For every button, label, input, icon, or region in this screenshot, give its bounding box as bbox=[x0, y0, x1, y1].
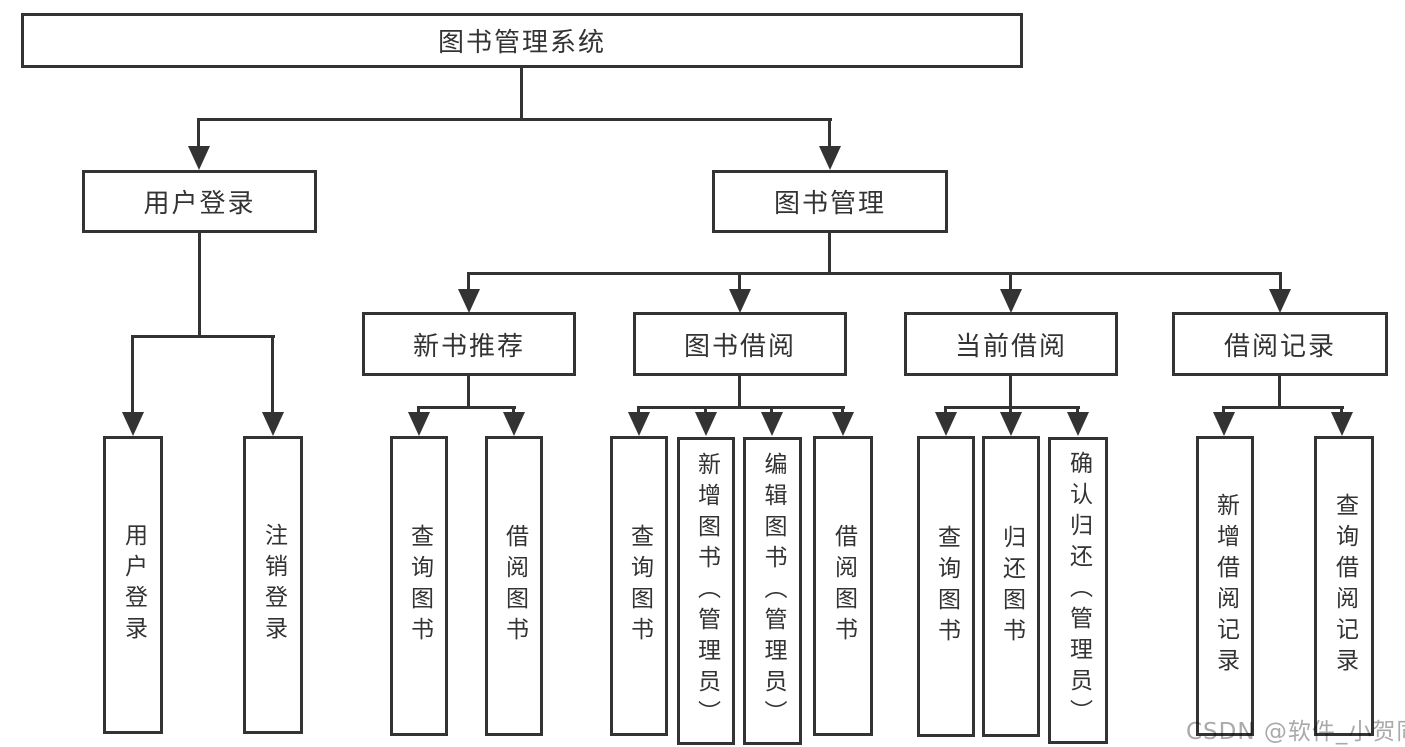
leaf-add-borrow-record: 新增借阅记录 bbox=[1196, 436, 1254, 736]
arrowhead-down bbox=[1331, 412, 1353, 436]
arrowhead-down bbox=[1269, 289, 1291, 313]
node-book-management: 图书管理 bbox=[712, 170, 948, 233]
leaf-query-borrow-record: 查询借阅记录 bbox=[1314, 436, 1374, 736]
arrowhead-down bbox=[819, 146, 841, 170]
node-label: 图书管理系统 bbox=[437, 28, 606, 58]
leaf-label: 查询图书 bbox=[626, 524, 653, 648]
connector-to-leaf bbox=[770, 406, 773, 415]
node-label: 借阅记录 bbox=[1223, 331, 1336, 362]
connector-user-login-down bbox=[198, 233, 201, 338]
arrowhead-down bbox=[122, 412, 144, 436]
connector-to-leaf bbox=[1340, 406, 1343, 415]
leaf-user-login: 用户登录 bbox=[103, 436, 163, 734]
leaf-return-books: 归还图书 bbox=[982, 436, 1040, 737]
leaf-label: 查询图书 bbox=[406, 524, 433, 648]
leaf-edit-books-admin: 编辑图书（管理员） bbox=[743, 437, 802, 745]
connector-to-leaf bbox=[704, 406, 707, 415]
leaf-label: 注销登录 bbox=[260, 523, 287, 647]
connector-group-down bbox=[738, 376, 741, 408]
leaf-label: 新增借阅记录 bbox=[1212, 493, 1239, 679]
arrowhead-down bbox=[503, 412, 525, 436]
node-library-management-system: 图书管理系统 bbox=[21, 13, 1023, 68]
connector-to-leaf bbox=[271, 335, 274, 414]
leaf-label: 确认归还（管理员） bbox=[1065, 451, 1092, 730]
connector-to-book-management bbox=[828, 118, 831, 148]
leaf-confirm-return-admin: 确认归还（管理员） bbox=[1048, 437, 1108, 744]
node-label: 图书借阅 bbox=[683, 331, 796, 362]
leaf-add-books-admin: 新增图书（管理员） bbox=[677, 437, 735, 745]
connector-to-new-book bbox=[467, 272, 470, 292]
node-label: 图书管理 bbox=[773, 189, 886, 219]
arrowhead-down bbox=[832, 412, 854, 436]
leaf-query-books-current: 查询图书 bbox=[917, 436, 975, 737]
arrowhead-down bbox=[1000, 412, 1022, 436]
connector-group-down bbox=[1278, 376, 1281, 408]
leaf-label: 新增图书（管理员） bbox=[693, 451, 720, 731]
node-book-borrow: 图书借阅 bbox=[633, 312, 847, 376]
connector-to-leaf bbox=[1222, 406, 1225, 415]
connector-to-leaf bbox=[1009, 406, 1012, 415]
arrowhead-down bbox=[188, 146, 210, 170]
connector-root-branch bbox=[198, 118, 832, 121]
connector-to-current-borrow bbox=[1009, 272, 1012, 292]
node-label: 当前借阅 bbox=[954, 331, 1067, 362]
connector-group-down bbox=[467, 376, 470, 408]
connector-book-management-branch bbox=[467, 272, 1282, 275]
arrowhead-down bbox=[1067, 412, 1089, 436]
leaf-label: 借阅图书 bbox=[830, 524, 857, 648]
connector-group-branch bbox=[417, 406, 516, 409]
connector-to-leaf bbox=[417, 406, 420, 415]
connector-to-borrow-records bbox=[1279, 272, 1282, 292]
arrowhead-down bbox=[262, 412, 284, 436]
leaf-query-books-recommend: 查询图书 bbox=[390, 436, 448, 736]
connector-to-user-login bbox=[197, 118, 200, 148]
connector-to-leaf bbox=[1076, 406, 1079, 415]
leaf-label: 编辑图书（管理员） bbox=[760, 451, 786, 731]
arrowhead-down bbox=[935, 412, 957, 436]
node-borrow-records: 借阅记录 bbox=[1172, 312, 1388, 376]
arrowhead-down bbox=[761, 412, 783, 436]
connector-root-down bbox=[520, 68, 523, 118]
connector-to-leaf bbox=[637, 406, 640, 415]
leaf-borrow-books: 借阅图书 bbox=[813, 436, 873, 736]
leaf-label: 查询借阅记录 bbox=[1331, 493, 1358, 679]
connector-to-leaf bbox=[131, 335, 134, 414]
node-user-login: 用户登录 bbox=[82, 170, 317, 233]
arrowhead-down bbox=[695, 412, 717, 436]
connector-group-branch bbox=[1222, 406, 1344, 409]
node-new-book-recommend: 新书推荐 bbox=[362, 312, 576, 376]
node-label: 新书推荐 bbox=[412, 331, 525, 362]
connector-to-book-borrow bbox=[738, 272, 741, 292]
connector-to-leaf bbox=[512, 406, 515, 415]
connector-to-leaf bbox=[841, 406, 844, 415]
connector-book-management-down bbox=[828, 233, 831, 274]
watermark: CSDN @软件_小贺同学 bbox=[1186, 719, 1405, 745]
arrowhead-down bbox=[628, 412, 650, 436]
connector-group-down bbox=[1009, 376, 1012, 408]
leaf-logout: 注销登录 bbox=[243, 436, 303, 734]
leaf-label: 用户登录 bbox=[120, 523, 147, 647]
leaf-query-books-borrow: 查询图书 bbox=[610, 436, 668, 736]
leaf-borrow-books-recommend: 借阅图书 bbox=[485, 436, 543, 736]
arrowhead-down bbox=[729, 289, 751, 313]
connector-group-branch bbox=[944, 406, 1080, 409]
leaf-label: 借阅图书 bbox=[501, 524, 528, 648]
arrowhead-down bbox=[458, 289, 480, 313]
leaf-label: 归还图书 bbox=[998, 524, 1025, 649]
arrowhead-down bbox=[1000, 289, 1022, 313]
connector-to-leaf bbox=[944, 406, 947, 415]
node-label: 用户登录 bbox=[143, 189, 256, 219]
node-current-borrow: 当前借阅 bbox=[904, 312, 1118, 376]
arrowhead-down bbox=[1213, 412, 1235, 436]
leaf-label: 查询图书 bbox=[933, 524, 960, 649]
arrowhead-down bbox=[408, 412, 430, 436]
connector-group-branch bbox=[637, 406, 845, 409]
connector-user-login-branch bbox=[131, 335, 275, 338]
